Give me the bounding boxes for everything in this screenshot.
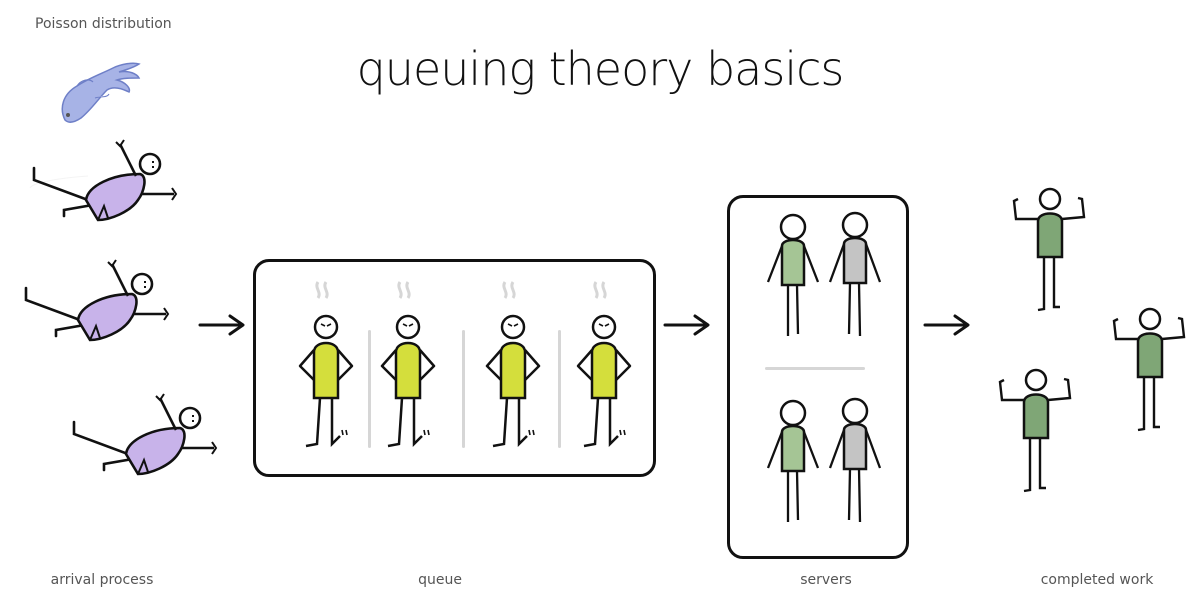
label-completed-work: completed work — [1040, 572, 1154, 588]
server-pair-bottom — [766, 397, 882, 523]
arrival-figure-3 — [72, 393, 218, 476]
label-arrival-process: arrival process — [50, 572, 154, 588]
completed-figure-2 — [1112, 307, 1186, 432]
server-pair-top — [766, 211, 882, 337]
label-servers: servers — [800, 572, 852, 588]
queue-figure-4 — [576, 281, 632, 448]
queue-divider — [462, 330, 465, 448]
fish-icon — [61, 62, 141, 123]
right-arrow-icon — [663, 314, 710, 336]
queue-box — [253, 259, 656, 477]
queue-divider — [558, 330, 561, 448]
diagram-title: queuing theory basics — [356, 42, 845, 96]
server-divider — [765, 367, 865, 370]
poisson-caption: Poisson distribution — [35, 16, 172, 32]
queue-figure-2 — [380, 281, 436, 448]
queue-figure-1 — [298, 281, 354, 448]
arrival-figure-1 — [29, 139, 178, 222]
right-arrow-icon — [198, 314, 245, 336]
label-queue: queue — [418, 572, 462, 588]
completed-figure-3 — [998, 368, 1072, 493]
completed-figure-1 — [1012, 187, 1086, 312]
arrival-figure-2 — [24, 259, 170, 342]
right-arrow-icon — [923, 314, 970, 336]
queue-divider — [368, 330, 371, 448]
servers-box — [727, 195, 909, 559]
queue-figure-3 — [485, 281, 541, 448]
